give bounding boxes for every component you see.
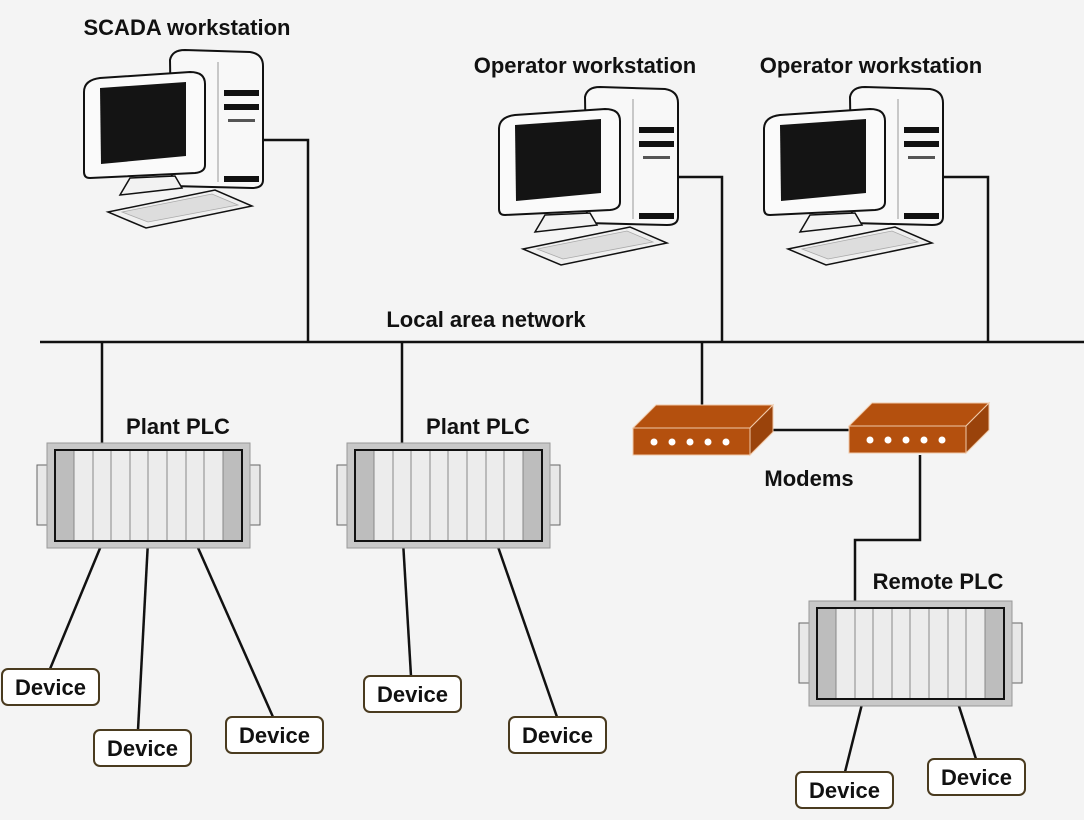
operator-workstation-1-computer-icon [498, 86, 679, 266]
device-box: Device [927, 758, 1026, 796]
device-label: Device [239, 723, 310, 748]
scada-workstation-computer-icon [83, 49, 264, 229]
device-box: Device [363, 675, 462, 713]
wire-remote-plc [853, 455, 922, 601]
plant-plc-1-icon [36, 442, 261, 549]
device-label: Device [941, 765, 1012, 790]
wire-device-2 [136, 540, 150, 731]
wire-device-3 [193, 540, 275, 718]
device-box-frame [508, 716, 607, 754]
device-box: Device [795, 771, 894, 809]
wire-device-1 [48, 540, 105, 670]
devices: DeviceDeviceDeviceDeviceDeviceDeviceDevi… [1, 668, 1026, 809]
device-label: Device [107, 736, 178, 761]
modems-label: Modems [764, 466, 853, 491]
device-box-frame [927, 758, 1026, 796]
device-label: Device [377, 682, 448, 707]
device-box-frame [225, 716, 324, 754]
plant-plc-2-label: Plant PLC [426, 414, 530, 439]
device-box-frame [363, 675, 462, 713]
network-wires [40, 138, 1084, 773]
wire-device-4 [401, 540, 413, 677]
lan-label: Local area network [386, 307, 586, 332]
modem-2-icon [848, 402, 990, 454]
operator-workstation-2-computer-icon [763, 86, 944, 266]
device-box: Device [1, 668, 100, 706]
device-label: Device [522, 723, 593, 748]
wire-device-6 [843, 699, 865, 773]
operator-workstation-2-label: Operator workstation [760, 53, 982, 78]
plant-plc-1-label: Plant PLC [126, 414, 230, 439]
wire-device-7 [955, 699, 978, 760]
device-label: Device [809, 778, 880, 803]
scada-workstation-label: SCADA workstation [84, 15, 291, 40]
wire-operator-1 [678, 175, 724, 342]
wire-device-5 [494, 540, 559, 718]
wire-operator-2 [943, 175, 990, 342]
modem-1-icon [632, 404, 774, 456]
plant-plc-2-icon [336, 442, 561, 549]
device-box: Device [93, 729, 192, 767]
device-box-frame [93, 729, 192, 767]
remote-plc-icon [798, 600, 1023, 707]
wire-scada [263, 138, 310, 342]
device-box: Device [225, 716, 324, 754]
device-box-frame [795, 771, 894, 809]
operator-workstation-1-label: Operator workstation [474, 53, 696, 78]
remote-plc-label: Remote PLC [873, 569, 1004, 594]
device-box-frame [1, 668, 100, 706]
device-box: Device [508, 716, 607, 754]
device-label: Device [15, 675, 86, 700]
